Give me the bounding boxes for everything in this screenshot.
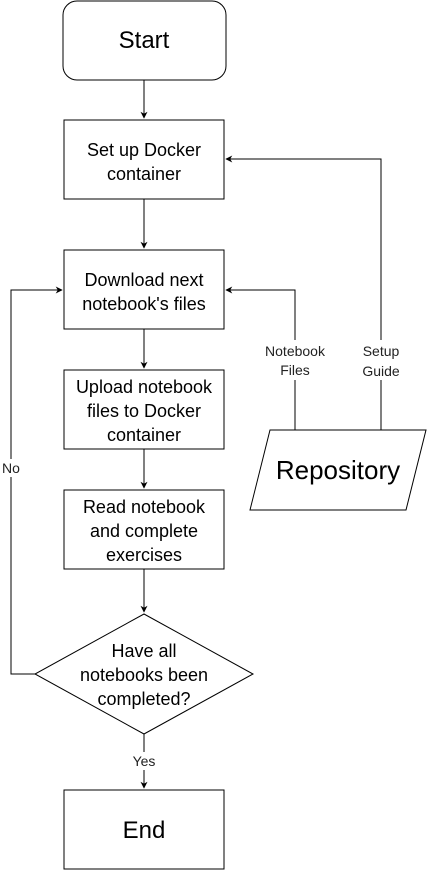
edge-label-setup-guide-1: Setup [363, 343, 400, 359]
repository-label: Repository [276, 455, 400, 485]
edge-label-notebook-files-1: Notebook [265, 343, 326, 359]
read-notebook-line-3: exercises [106, 545, 182, 565]
setup-docker-line-2: container [107, 164, 181, 184]
edge-label-yes: Yes [133, 753, 156, 769]
edge-label-notebook-files-2: Files [280, 362, 310, 378]
upload-files-line-2: files to Docker [87, 401, 201, 421]
upload-files-node: Upload notebook files to Docker containe… [63, 369, 225, 450]
end-node: End [63, 789, 225, 870]
repository-node: Repository [249, 429, 427, 511]
setup-docker-line-1: Set up Docker [87, 140, 201, 160]
upload-files-line-3: container [107, 425, 181, 445]
decision-line-2: notebooks been [80, 665, 208, 685]
edge-label-no: No [2, 460, 20, 476]
download-files-line-1: Download next [84, 270, 203, 290]
decision-line-3: completed? [97, 689, 190, 709]
read-notebook-line-2: and complete [90, 521, 198, 541]
upload-files-line-1: Upload notebook [76, 377, 213, 397]
edges [10, 80, 382, 789]
read-notebook-node: Read notebook and complete exercises [63, 489, 225, 570]
edge-label-setup-guide-2: Guide [362, 363, 400, 379]
setup-docker-node: Set up Docker container [63, 119, 225, 200]
edge-repo-setup-guide [225, 155, 382, 430]
decision-node: Have all notebooks been completed? [33, 613, 255, 735]
download-files-line-2: notebook's files [82, 294, 206, 314]
edge-repo-notebook-files [225, 286, 296, 430]
edge-decision-no-loop [10, 286, 63, 675]
decision-line-1: Have all [111, 641, 176, 661]
start-node: Start [62, 0, 227, 81]
end-label: End [123, 817, 166, 844]
download-files-node: Download next notebook's files [63, 249, 225, 330]
start-label: Start [119, 27, 170, 54]
read-notebook-line-1: Read notebook [83, 497, 206, 517]
